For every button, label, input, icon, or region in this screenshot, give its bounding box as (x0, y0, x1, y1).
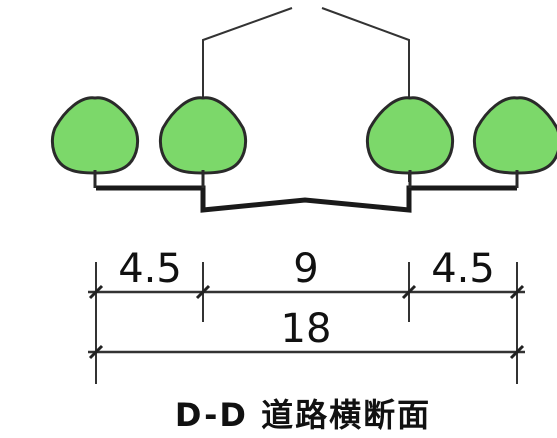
tree-icon (365, 96, 455, 188)
tree-icon (158, 96, 248, 188)
road-section-profile (96, 185, 517, 213)
dim-label-carriageway: 9 (293, 246, 318, 292)
dim-label-right-sidewalk: 4.5 (431, 246, 495, 292)
tree-icon (50, 96, 140, 188)
dimension-lines (88, 262, 525, 384)
dim-label-total-width: 18 (281, 306, 332, 352)
dim-label-left-sidewalk: 4.5 (118, 246, 182, 292)
diagram-caption: D-D 道路横断面 (175, 396, 431, 434)
tree-icon (472, 96, 557, 188)
